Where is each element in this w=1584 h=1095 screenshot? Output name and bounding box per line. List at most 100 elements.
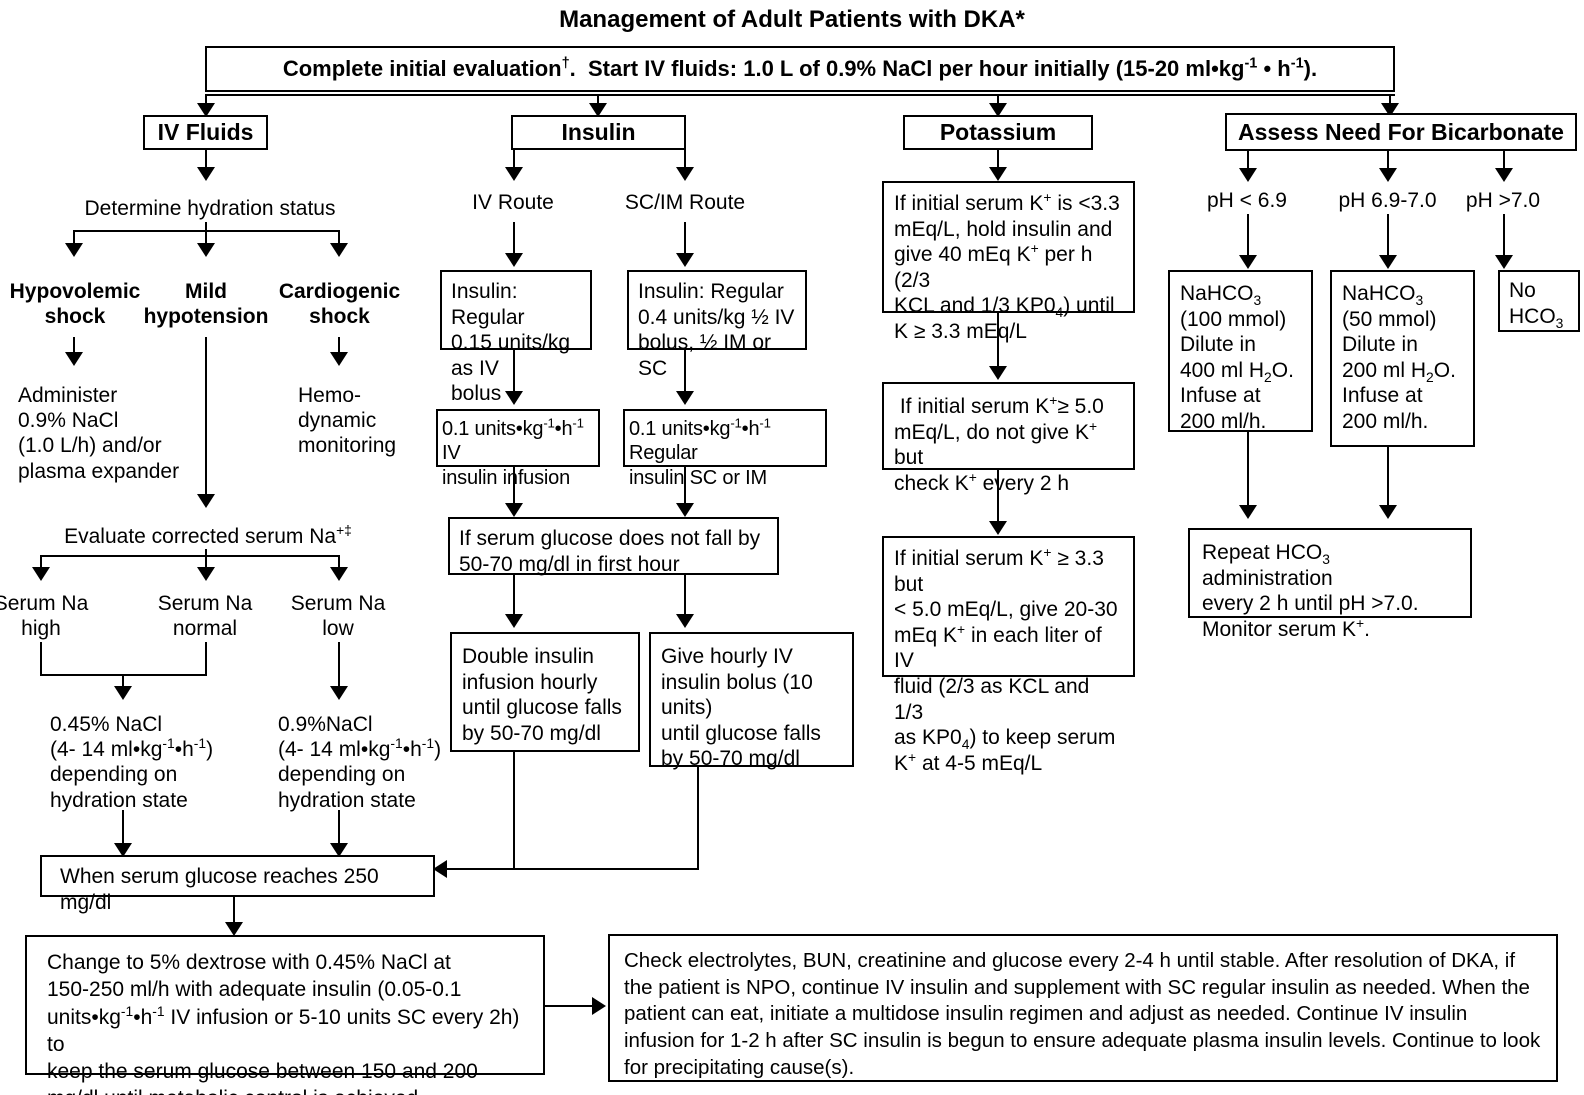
k-step2-to-step3-line — [997, 470, 999, 530]
hydration-arrow-3 — [330, 243, 348, 257]
na-split-bus — [40, 555, 338, 557]
check-to-double-line — [513, 575, 515, 623]
insulin-split-right-drop — [684, 150, 686, 177]
box-change-to-dextrose: Change to 5% dextrose with 0.45% NaCl at… — [25, 935, 545, 1095]
iv-infusion-to-check-line — [513, 467, 515, 512]
ph-mid-arrow — [1379, 255, 1397, 269]
na-merge-drop — [122, 674, 124, 688]
box-k-mid: If initial serum K+ ≥ 3.3 but< 5.0 mEq/L… — [882, 536, 1135, 775]
k-step1-to-step2-arrow — [989, 366, 1007, 380]
iv-route-arrow — [505, 253, 523, 267]
potassium-to-step1-line — [997, 150, 999, 177]
header-iv-fluids: IV Fluids — [143, 115, 268, 150]
na-high-merge-line — [40, 642, 42, 676]
scim-bolus-to-infusion-line — [684, 350, 686, 400]
na-drop-3 — [338, 555, 340, 569]
na-split-stem — [205, 549, 207, 556]
na-arrow-3 — [330, 567, 348, 581]
route-scim-label: SC/IM Route — [624, 191, 746, 214]
iv-route-line — [513, 222, 515, 256]
na-arrow-2 — [197, 567, 215, 581]
hydration-arrow-1 — [65, 243, 83, 257]
determine-hydration-label: Determine hydration status — [84, 197, 336, 220]
insulin-split-left-drop — [513, 150, 515, 177]
mild-hypotension-arrow — [197, 494, 215, 508]
glucose250-to-change-arrow — [225, 922, 243, 936]
cardiogenic-arrow-line — [338, 337, 340, 357]
ph-low-line — [1247, 214, 1249, 258]
branch-ph-low: pH < 6.9 — [1207, 189, 1287, 212]
bus-arrow-iv — [197, 103, 215, 117]
scim-bolus-to-infusion-arrow — [676, 391, 694, 405]
iv-bolus-to-infusion-line — [513, 350, 515, 400]
nahco3-100-to-repeat-line — [1247, 432, 1249, 512]
hydration-arrow-2 — [197, 243, 215, 257]
na-merge-arrow — [114, 686, 132, 700]
double-insulin-merge-line — [513, 752, 515, 870]
initial-evaluation-box: Complete initial evaluation†. Start IV f… — [205, 46, 1395, 92]
branch-ph-high: pH >7.0 — [1465, 189, 1541, 212]
na-drop-1 — [40, 555, 42, 569]
insulin-merge-arrow — [433, 860, 447, 878]
header-potassium: Potassium — [903, 115, 1093, 150]
ph-low-arrow — [1239, 255, 1257, 269]
scim-route-arrow — [676, 253, 694, 267]
evaluate-corrected-na-label: Evaluate corrected serum Na+‡ — [64, 522, 352, 548]
nahco3-50-to-repeat-arrow — [1379, 505, 1397, 519]
na-drop-2 — [205, 555, 207, 569]
box-glucose-250: When serum glucose reaches 250 mg/dl — [40, 855, 435, 914]
nacl09-down-line — [338, 810, 340, 846]
ph-high-arrow — [1495, 255, 1513, 269]
na-normal-merge-line — [205, 642, 207, 676]
scim-infusion-to-check-line — [684, 467, 686, 512]
nacl045-down-arrow — [114, 843, 132, 857]
hydration-drop-3 — [338, 230, 340, 246]
nahco3-50-to-repeat-line — [1387, 447, 1389, 512]
action-045-nacl: 0.45% NaCl(4- 14 ml•kg-1•h-1)depending o… — [50, 713, 214, 812]
hourly-bolus-merge-line — [697, 767, 699, 870]
scim-route-line — [684, 222, 686, 256]
iv-to-determine-arrow — [197, 167, 215, 181]
ph-high-line — [1503, 214, 1505, 258]
bic-drop-2 — [1387, 151, 1389, 173]
na-arrow-1 — [32, 567, 50, 581]
hypovolemic-arrow — [65, 352, 83, 366]
top-bus-line — [205, 94, 1395, 96]
nacl09-down-arrow — [330, 843, 348, 857]
nacl045-down-line — [122, 810, 124, 846]
k-step1-to-step2-line — [997, 313, 999, 375]
initial-evaluation-text: Complete initial evaluation†. Start IV f… — [282, 55, 1318, 81]
bus-arrow-k — [989, 103, 1007, 117]
scim-infusion-to-check-arrow — [676, 503, 694, 517]
iv-bolus-to-infusion-arrow — [505, 391, 523, 405]
bic-drop-3 — [1503, 151, 1505, 173]
na-low-arrow — [330, 686, 348, 700]
iv-to-determine-line — [205, 150, 207, 177]
insulin-split-right-arrow — [676, 167, 694, 181]
hydration-split-stem — [205, 222, 207, 231]
mild-hypotension-long-line — [205, 337, 207, 499]
ph-mid-line — [1387, 214, 1389, 258]
k-step2-to-step3-arrow — [989, 521, 1007, 535]
check-to-bolus-arrow — [676, 614, 694, 628]
bic-arrow-2 — [1379, 168, 1397, 182]
